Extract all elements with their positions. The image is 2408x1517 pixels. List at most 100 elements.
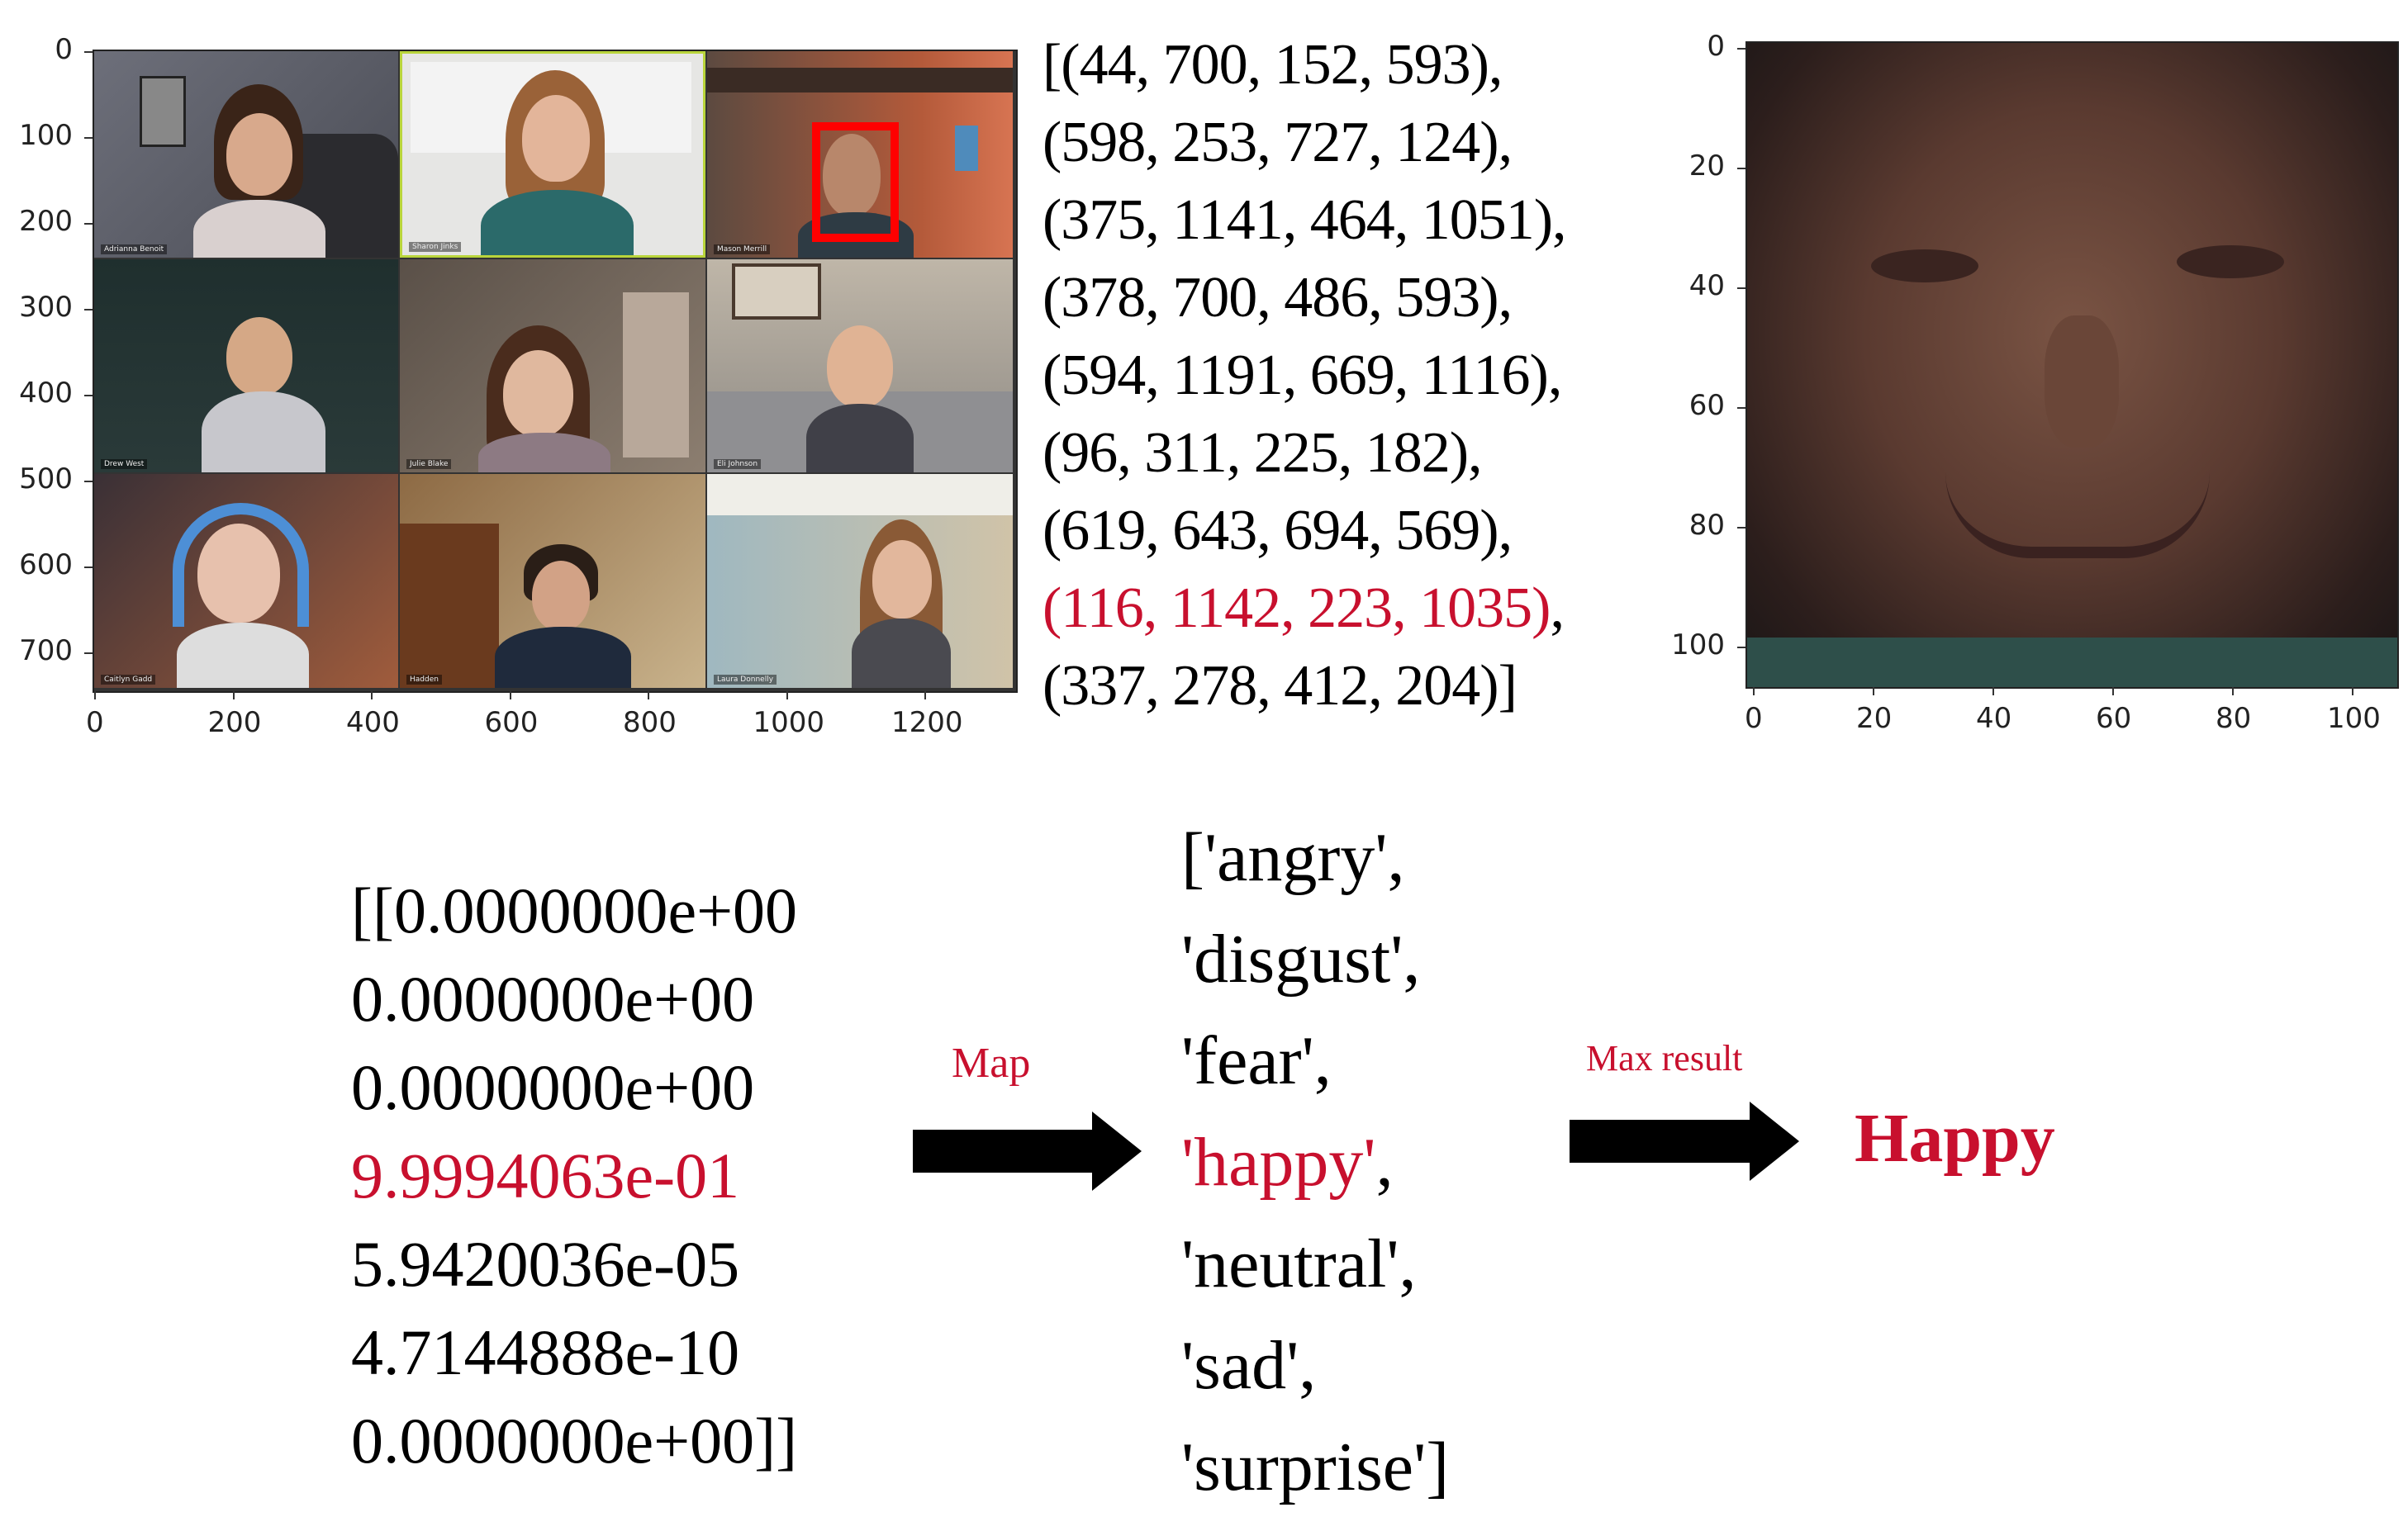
bbox-line-highlighted: (116, 1142, 223, 1035),	[1043, 570, 1565, 647]
participant-name: Laura Donnelly	[714, 675, 777, 685]
participant-name: Mason Merrill	[714, 244, 771, 254]
face	[503, 350, 573, 437]
y-tick-mark	[84, 223, 93, 225]
probability-line: 4.7144888e-10	[351, 1316, 740, 1388]
y-tick-mark	[84, 137, 93, 139]
bbox-line: (378, 700, 486, 593),	[1043, 266, 1513, 329]
x-tick-label: 0	[86, 706, 104, 739]
x-tick-label: 100	[2327, 702, 2381, 735]
face	[823, 134, 881, 216]
video-tile: Adrianna Benoit	[94, 51, 398, 258]
emotion-label: 'fear',	[1181, 1022, 1332, 1099]
y-tick-mark	[1737, 168, 1745, 169]
staircase	[400, 524, 499, 688]
face	[197, 524, 280, 623]
face	[872, 540, 932, 619]
y-tick-mark	[1737, 48, 1745, 50]
y-tick-label: 300	[19, 291, 73, 324]
y-tick-label: 100	[1671, 628, 1725, 661]
emotion-label: 'disgust',	[1181, 921, 1421, 998]
participant-name: Adrianna Benoit	[101, 244, 168, 254]
max-result-label: Max result	[1586, 1038, 1743, 1078]
x-tick-mark	[509, 691, 511, 699]
y-tick-label: 40	[1688, 269, 1725, 302]
map-arrow-head	[1092, 1112, 1142, 1191]
wall-poster	[955, 126, 978, 171]
y-tick-mark	[84, 395, 93, 396]
face	[532, 561, 590, 631]
highlighted-bbox: (116, 1142, 223, 1035)	[1043, 576, 1551, 640]
probability-line: 0.0000000e+00]]	[351, 1405, 798, 1477]
participant-name: Drew West	[101, 459, 148, 469]
y-tick-mark	[84, 652, 93, 654]
separator: ,	[1375, 1124, 1394, 1201]
video-tile: Laura Donnelly	[707, 474, 1013, 688]
max-result-arrow-head	[1750, 1102, 1799, 1181]
video-tile: Hadden	[400, 474, 705, 688]
emotion-label: 'sad',	[1181, 1327, 1317, 1404]
bbox-line: (598, 253, 727, 124),	[1043, 111, 1513, 174]
x-tick-mark	[786, 691, 788, 699]
emotion-label: 'neutral',	[1181, 1225, 1417, 1302]
video-tile: Caitlyn Gadd	[94, 474, 398, 688]
face-crop-image	[1745, 41, 2399, 689]
max-result-arrow-shaft	[1570, 1120, 1753, 1163]
detected-face-box	[812, 122, 899, 242]
face	[226, 113, 292, 196]
x-tick-label: 600	[484, 706, 539, 739]
left-eye	[1871, 249, 1978, 282]
wall-frame	[732, 263, 821, 320]
x-tick-label: 1200	[891, 706, 963, 739]
torso	[806, 404, 914, 472]
torso	[177, 623, 309, 688]
y-tick-mark	[1737, 407, 1745, 409]
y-tick-mark	[1737, 527, 1745, 529]
y-tick-label: 600	[19, 548, 73, 581]
face	[827, 325, 893, 408]
x-tick-label: 400	[346, 706, 400, 739]
x-tick-mark	[1992, 687, 1994, 695]
probability-line: 0.0000000e+00	[351, 963, 755, 1035]
x-tick-mark	[232, 691, 235, 699]
highlighted-emotion: 'happy'	[1181, 1124, 1376, 1201]
right-eye	[2177, 245, 2284, 278]
bbox-line: (375, 1141, 464, 1051),	[1043, 188, 1567, 252]
y-tick-label: 0	[1707, 30, 1725, 63]
y-tick-label: 60	[1688, 389, 1725, 422]
x-tick-label: 200	[207, 706, 262, 739]
separator: ,	[1550, 576, 1564, 640]
x-tick-mark	[1873, 687, 1874, 695]
video-tile: Sharon Jinks	[400, 51, 705, 258]
x-tick-label: 1000	[753, 706, 825, 739]
video-grid-plot: Adrianna Benoit Sharon Jinks Mason Merri…	[0, 0, 1024, 760]
torso	[193, 200, 325, 258]
bbox-line: (96, 311, 225, 182),	[1043, 421, 1483, 485]
bunk-bed	[707, 68, 1013, 92]
x-tick-label: 60	[2096, 702, 2132, 735]
participant-name: Caitlyn Gadd	[101, 675, 156, 685]
probability-line: 0.0000000e+00	[351, 1051, 755, 1123]
face	[522, 95, 590, 182]
map-label: Map	[952, 1040, 1031, 1087]
x-tick-mark	[1753, 687, 1755, 695]
probability-line-max: 9.9994063e-01	[351, 1140, 740, 1211]
bbox-line: (594, 1191, 669, 1116),	[1043, 344, 1562, 407]
x-tick-label: 40	[1976, 702, 2012, 735]
x-tick-mark	[94, 691, 96, 699]
x-tick-mark	[924, 691, 926, 699]
x-tick-mark	[648, 691, 649, 699]
y-tick-label: 700	[19, 634, 73, 667]
emotion-label: 'surprise']	[1181, 1429, 1450, 1505]
y-tick-mark	[1737, 287, 1745, 289]
bbox-line: (619, 643, 694, 569),	[1043, 499, 1513, 562]
x-tick-mark	[371, 691, 373, 699]
y-tick-label: 400	[19, 377, 73, 410]
torso	[852, 619, 951, 688]
probability-line: [[0.0000000e+00	[351, 875, 798, 946]
smile	[1945, 472, 2210, 558]
participant-name: Sharon Jinks	[409, 242, 462, 252]
shirt	[1747, 638, 2397, 687]
y-tick-label: 20	[1688, 149, 1725, 183]
result-label: Happy	[1855, 1100, 2055, 1177]
